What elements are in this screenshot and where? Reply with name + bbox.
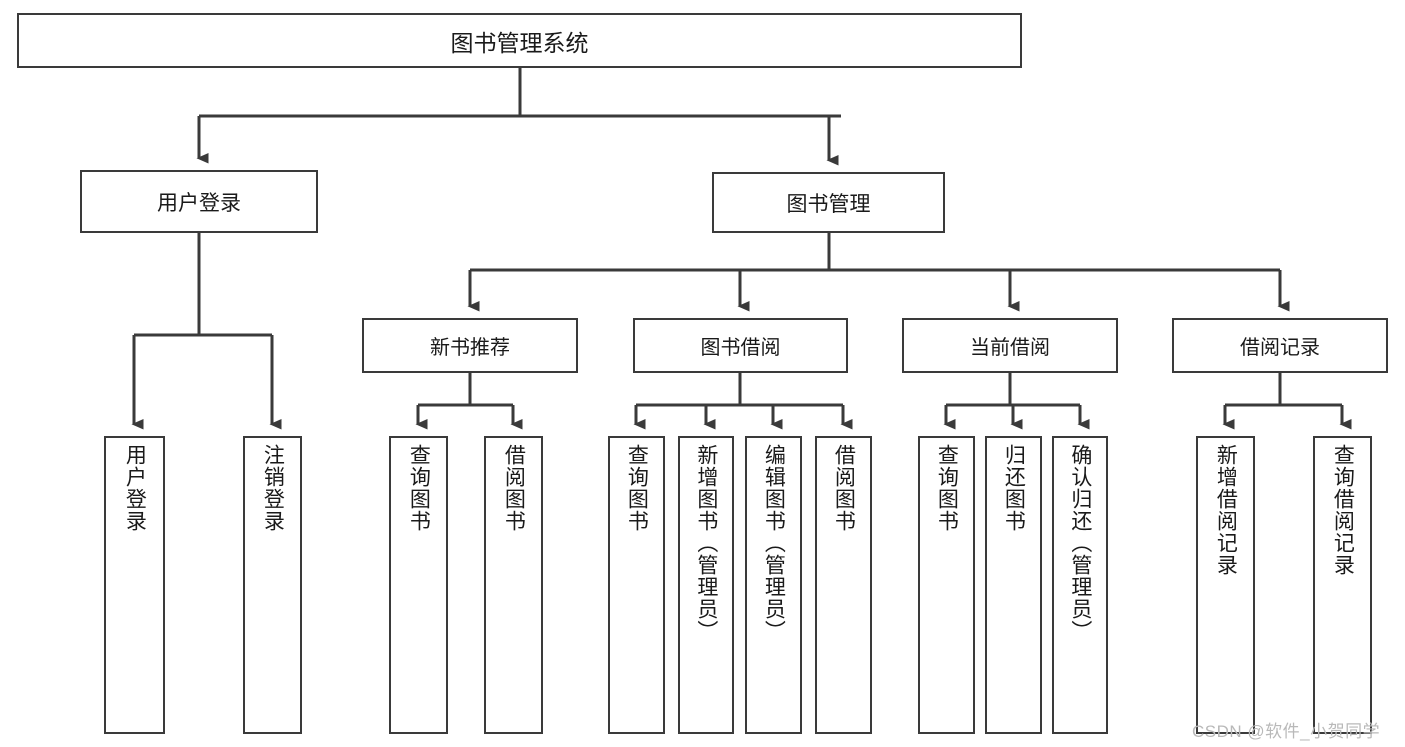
leaf-label: 查询图书 xyxy=(625,444,649,532)
leaf-label: 归还图书 xyxy=(1002,444,1026,532)
node-book-borrow[interactable]: 图书借阅 xyxy=(633,318,848,373)
leaf-record-add-record[interactable]: 新增借阅记录 xyxy=(1196,436,1255,734)
leaf-borrow-edit-book-admin[interactable]: 编辑图书（管理员） xyxy=(745,436,802,734)
node-label: 图书管理系统 xyxy=(450,29,589,56)
leaf-user-login-logout[interactable]: 注销登录 xyxy=(243,436,302,734)
leaf-label: 新增图书（管理员） xyxy=(694,444,718,642)
leaf-label: 查询图书 xyxy=(407,444,431,532)
leaf-recommend-borrow-book[interactable]: 借阅图书 xyxy=(484,436,543,734)
leaf-borrow-borrow-book[interactable]: 借阅图书 xyxy=(815,436,872,734)
leaf-label: 借阅图书 xyxy=(832,444,856,532)
node-label: 用户登录 xyxy=(157,191,241,215)
node-label: 新书推荐 xyxy=(430,337,510,359)
node-label: 图书管理 xyxy=(786,192,871,216)
leaf-label: 查询借阅记录 xyxy=(1331,444,1355,576)
leaf-current-return-book[interactable]: 归还图书 xyxy=(985,436,1042,734)
watermark-text: CSDN @软件_小贺同学 xyxy=(1192,722,1381,741)
node-user-login[interactable]: 用户登录 xyxy=(80,170,318,233)
leaf-current-confirm-return-admin[interactable]: 确认归还（管理员） xyxy=(1052,436,1108,734)
leaf-recommend-query-book[interactable]: 查询图书 xyxy=(389,436,448,734)
node-label: 借阅记录 xyxy=(1240,337,1320,359)
leaf-borrow-query-book[interactable]: 查询图书 xyxy=(608,436,665,734)
leaf-label: 确认归还（管理员） xyxy=(1068,444,1092,642)
node-label: 当前借阅 xyxy=(970,337,1050,359)
leaf-borrow-add-book-admin[interactable]: 新增图书（管理员） xyxy=(678,436,734,734)
node-borrow-record[interactable]: 借阅记录 xyxy=(1172,318,1388,373)
leaf-label: 查询图书 xyxy=(935,444,959,532)
leaf-label: 编辑图书（管理员） xyxy=(762,444,786,642)
node-book-management[interactable]: 图书管理 xyxy=(712,172,945,233)
leaf-label: 新增借阅记录 xyxy=(1214,444,1238,576)
leaf-record-query-record[interactable]: 查询借阅记录 xyxy=(1313,436,1372,734)
leaf-label: 借阅图书 xyxy=(502,444,526,532)
node-label: 图书借阅 xyxy=(700,337,781,359)
leaf-current-query-book[interactable]: 查询图书 xyxy=(918,436,975,734)
leaf-label: 用户登录 xyxy=(123,444,147,532)
node-new-book-recommend[interactable]: 新书推荐 xyxy=(362,318,578,373)
node-current-borrow[interactable]: 当前借阅 xyxy=(902,318,1118,373)
leaf-user-login-login[interactable]: 用户登录 xyxy=(104,436,165,734)
leaf-label: 注销登录 xyxy=(261,444,285,532)
node-root-system[interactable]: 图书管理系统 xyxy=(17,13,1022,68)
